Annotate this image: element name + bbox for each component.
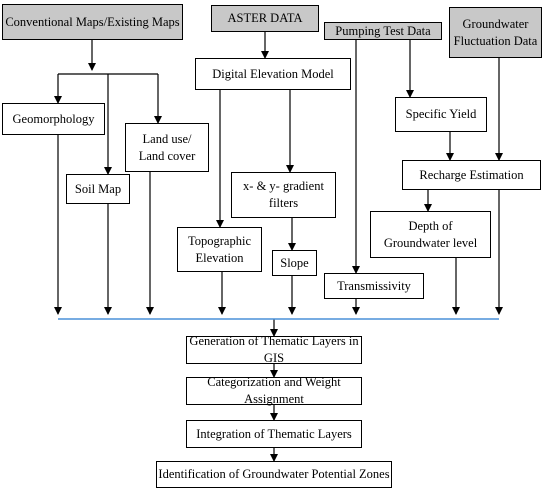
specific-yield-label: Specific Yield [405,107,477,121]
topographic-elevation-box: Topographic Elevation [177,227,262,272]
conventional-maps-box: Conventional Maps/Existing Maps [2,4,183,40]
slope-box: Slope [272,250,317,276]
soil-map-box: Soil Map [66,174,130,204]
recharge-estimation-box: Recharge Estimation [402,160,541,190]
depth-groundwater-label: Depth of Groundwater level [383,218,478,250]
pumping-test-data-label: Pumping Test Data [335,23,431,38]
groundwater-fluctuation-data-box: Groundwater Fluctuation Data [449,7,542,58]
land-use-box: Land use/ Land cover [125,123,209,172]
land-use-label: Land use/ Land cover [138,131,196,163]
gradient-filters-label: x- & y- gradient filters [243,179,324,210]
transmissivity-box: Transmissivity [324,273,424,299]
groundwater-fluctuation-data-label: Groundwater Fluctuation Data [453,16,538,48]
categorization-label: Categorization and Weight Assignment [207,375,341,406]
digital-elevation-model-label: Digital Elevation Model [212,66,334,81]
identification-label: Identification of Groundwater Potential … [158,467,390,481]
integration-box: Integration of Thematic Layers [186,420,362,448]
geomorphology-label: Geomorphology [12,111,95,126]
depth-groundwater-box: Depth of Groundwater level [370,211,491,258]
conventional-maps-label: Conventional Maps/Existing Maps [5,14,180,29]
recharge-estimation-label: Recharge Estimation [419,167,524,182]
pumping-test-data-box: Pumping Test Data [324,22,442,40]
generation-label: Generation of Thematic Layers in GIS [189,334,359,365]
specific-yield-box: Specific Yield [395,97,487,132]
categorization-box: Categorization and Weight Assignment [186,375,362,406]
identification-box: Identification of Groundwater Potential … [156,461,392,488]
slope-label: Slope [280,255,309,270]
aster-data-box: ASTER DATA [211,5,319,32]
gradient-filters-box: x- & y- gradient filters [231,172,336,218]
digital-elevation-model-box: Digital Elevation Model [195,58,351,90]
transmissivity-label: Transmissivity [337,278,411,293]
topographic-elevation-label: Topographic Elevation [188,233,251,265]
geomorphology-box: Geomorphology [2,103,105,135]
integration-label: Integration of Thematic Layers [196,426,352,441]
aster-data-label: ASTER DATA [227,11,303,25]
soil-map-label: Soil Map [74,181,122,196]
generation-box: Generation of Thematic Layers in GIS [186,334,362,365]
